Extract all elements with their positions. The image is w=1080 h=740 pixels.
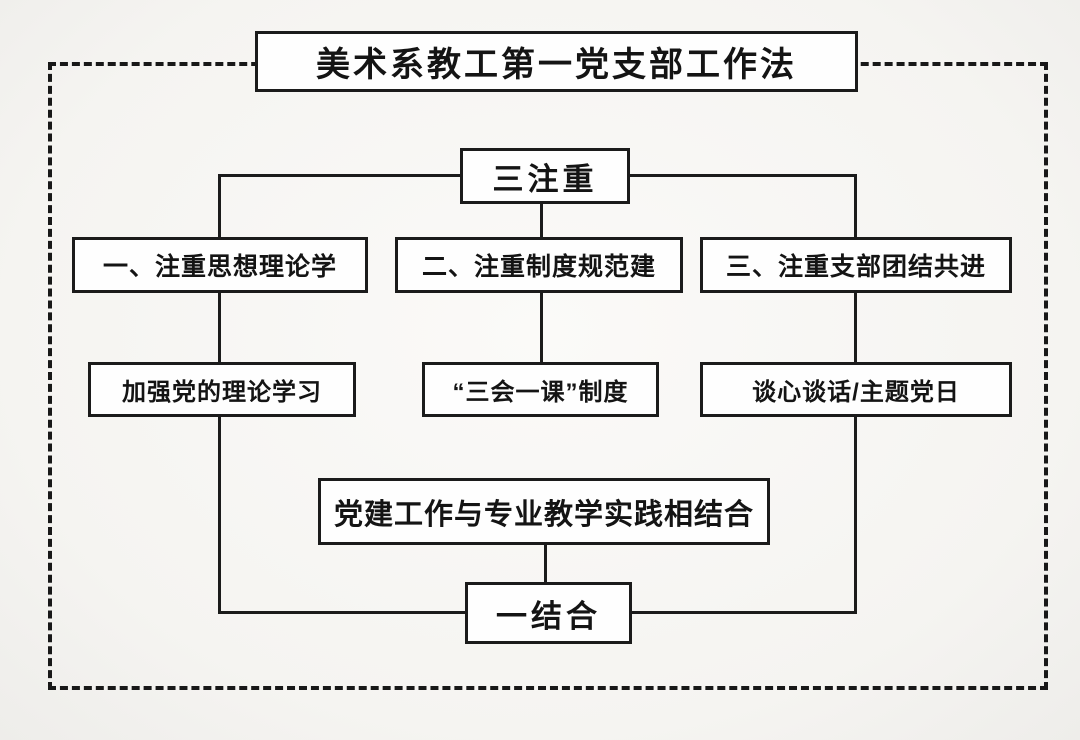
connector-bottom-left-horizontal bbox=[218, 611, 465, 614]
connector-right-long-vertical bbox=[854, 415, 857, 614]
node-combine-statement: 党建工作与专业教学实践相结合 bbox=[318, 478, 770, 545]
node-column2-detail: “三会一课”制度 bbox=[422, 362, 659, 417]
node-one-combination: 一结合 bbox=[465, 582, 632, 644]
node-column3-detail: 谈心谈话/主题党日 bbox=[700, 362, 1012, 417]
node-column2-header: 二、注重制度规范建 bbox=[395, 237, 683, 293]
connector-middle-mid-vertical bbox=[540, 291, 543, 362]
connector-top-right-horizontal bbox=[630, 174, 857, 177]
connector-right-mid-vertical bbox=[854, 291, 857, 362]
connector-combine-to-bottom-vertical bbox=[544, 543, 547, 582]
node-column1-header: 一、注重思想理论学 bbox=[72, 237, 368, 293]
connector-bottom-right-horizontal bbox=[630, 611, 857, 614]
connector-right-upper-vertical bbox=[854, 174, 857, 237]
node-column3-header: 三、注重支部团结共进 bbox=[700, 237, 1012, 293]
diagram-title: 美术系教工第一党支部工作法 bbox=[255, 31, 858, 92]
node-three-emphases: 三注重 bbox=[460, 148, 630, 204]
connector-top-left-horizontal bbox=[218, 174, 460, 177]
connector-left-upper-vertical bbox=[218, 174, 221, 237]
node-column1-detail: 加强党的理论学习 bbox=[88, 362, 356, 417]
connector-middle-upper-vertical bbox=[540, 202, 543, 237]
connector-left-long-vertical bbox=[218, 415, 221, 614]
connector-left-mid-vertical bbox=[218, 291, 221, 362]
